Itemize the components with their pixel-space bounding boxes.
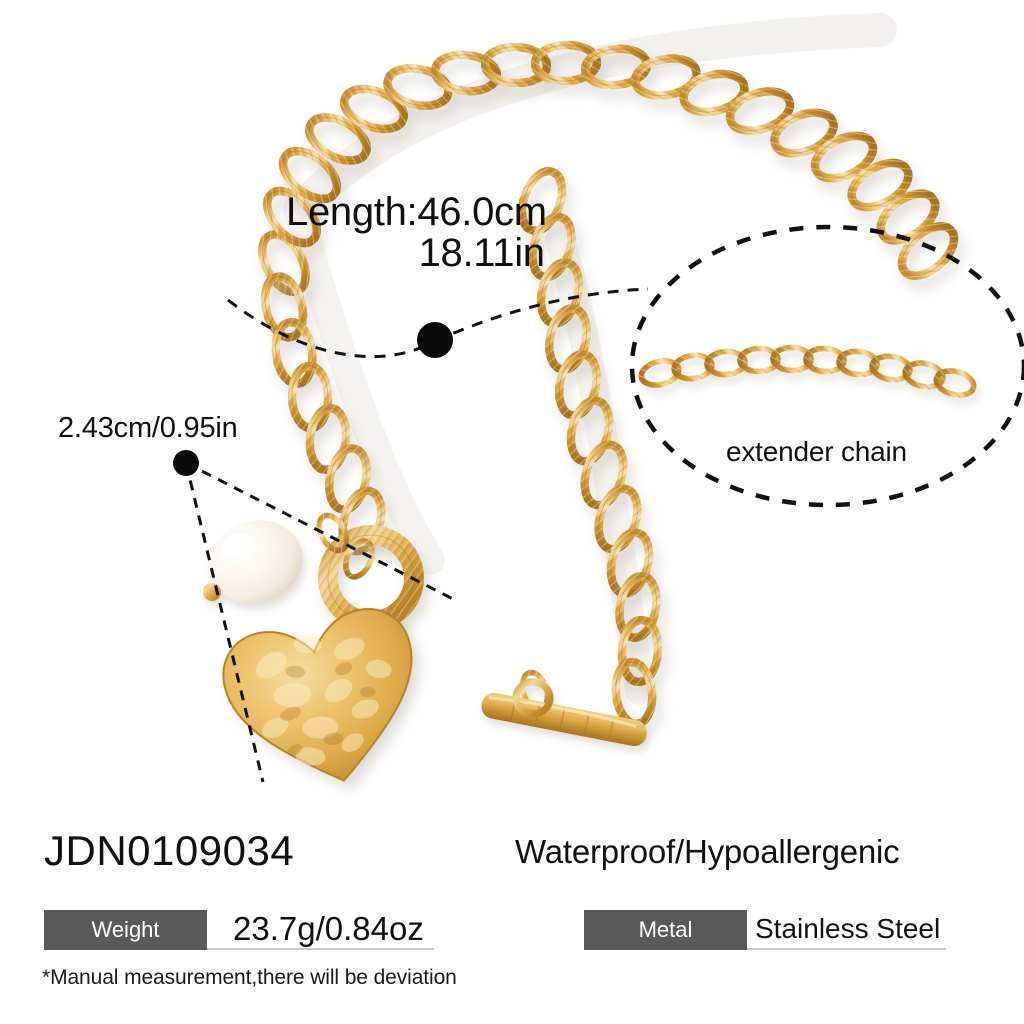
spec-tag-weight: Weight [44, 910, 207, 950]
spec-tag-metal: Metal [584, 910, 747, 950]
spec-row-weight: Weight 23.7g/0.84oz [44, 910, 434, 950]
hammered-shading [280, 662, 376, 756]
dashed-ellipse [629, 224, 1024, 508]
spec-row-metal: Metal Stainless Steel [584, 910, 947, 950]
spec-value-metal: Stainless Steel [747, 910, 947, 950]
extender-chain-callout [629, 224, 1024, 508]
spec-value-weight: 23.7g/0.84oz [207, 910, 434, 950]
pendant-size-leaders [173, 450, 456, 783]
measurement-note: *Manual measurement,there will be deviat… [42, 966, 457, 989]
pearl-charm [203, 520, 303, 604]
hammered-texture [255, 635, 392, 766]
heart-pendant [222, 608, 413, 782]
product-photo [173, 13, 1024, 783]
pendant-size-label: 2.43cm/0.95in [58, 412, 238, 444]
product-sku: JDN0109034 [44, 827, 295, 874]
length-line-1: Length:46.0cm [286, 190, 547, 234]
necklace-illustration [173, 13, 1024, 783]
toggle-bar-clasp [481, 669, 647, 747]
length-line-2: 18.11in [418, 230, 545, 275]
length-callout-arc [227, 287, 649, 359]
length-callout-label: Length:46.0cm 18.11in [286, 192, 547, 274]
length-dot-marker [417, 322, 453, 358]
feature-label: Waterproof/Hypoallergenic [515, 833, 900, 870]
extender-chain-label: extender chain [726, 436, 907, 467]
specifications-panel: JDN0109034 Waterproof/Hypoallergenic Wei… [0, 810, 1024, 1024]
pendant-dot-marker [173, 450, 199, 476]
